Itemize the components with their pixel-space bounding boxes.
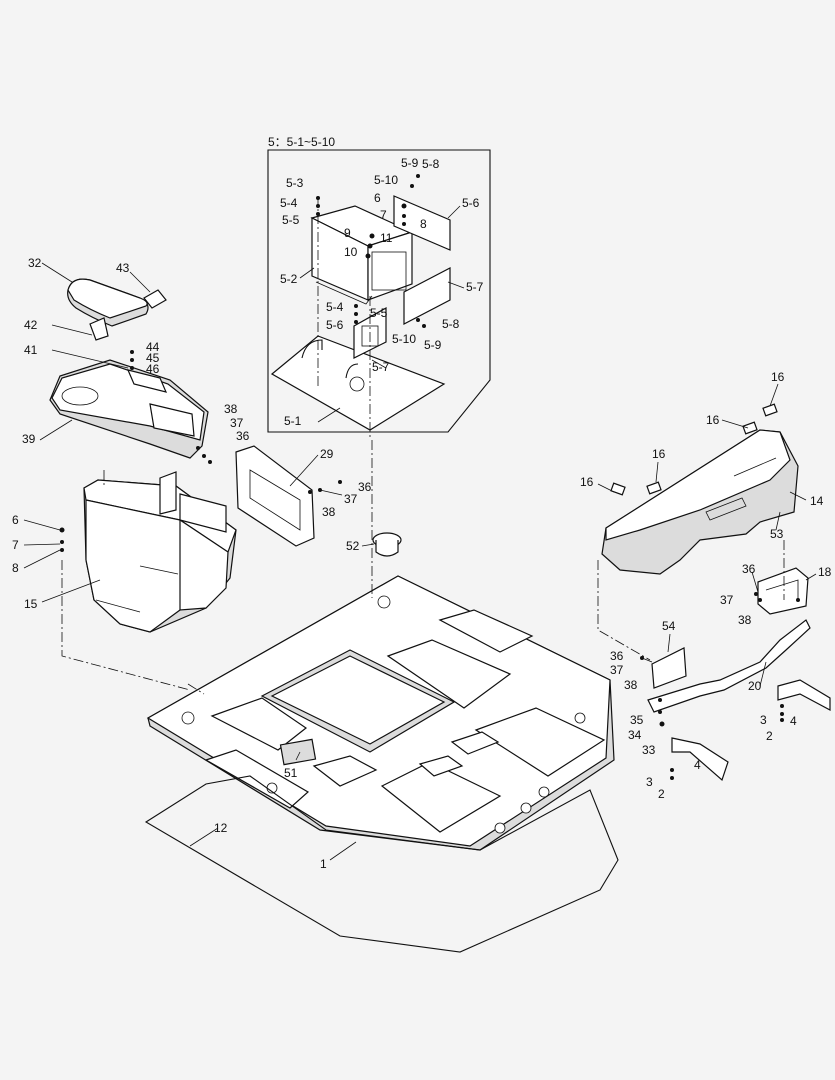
label-inset-8: 8 — [420, 217, 427, 231]
label-1: 1 — [320, 857, 327, 871]
label-16b: 16 — [652, 447, 666, 461]
label-39: 39 — [22, 432, 36, 446]
label-37c: 37 — [720, 593, 734, 607]
floor-mat — [144, 775, 619, 953]
label-2a: 2 — [658, 787, 665, 801]
label-29: 29 — [320, 447, 334, 461]
label-43: 43 — [116, 261, 130, 275]
rail-20 — [647, 619, 811, 713]
label-5-8b: 5-8 — [442, 317, 460, 331]
label-42: 42 — [24, 318, 38, 332]
bracket-4-upper — [777, 679, 831, 711]
leader-lines — [23, 205, 817, 861]
label-3a: 3 — [646, 775, 653, 789]
label-16a: 16 — [580, 475, 594, 489]
label-38b: 38 — [322, 505, 336, 519]
label-34: 34 — [628, 728, 642, 742]
label-5-1: 5-1 — [284, 414, 302, 428]
label-inset-7: 7 — [380, 208, 387, 222]
label-5-9b: 5-9 — [424, 338, 442, 352]
label-38a: 38 — [224, 402, 238, 416]
label-5-2: 5-2 — [280, 272, 298, 286]
label-36b: 36 — [358, 480, 372, 494]
centre-lines — [61, 440, 785, 695]
inset-title: 5：5-1~5-10 — [268, 135, 335, 149]
floor-plate — [146, 575, 615, 851]
label-36d: 36 — [610, 649, 624, 663]
hardware-fasteners — [59, 446, 800, 780]
label-5-5a: 5-5 — [282, 213, 300, 227]
label-12: 12 — [214, 821, 228, 835]
label-51: 51 — [284, 766, 298, 780]
label-37a: 37 — [230, 416, 244, 430]
label-36a: 36 — [236, 429, 250, 443]
label-4b: 4 — [790, 714, 797, 728]
label-inset-11: 11 — [380, 231, 393, 245]
label-5-10a: 5-10 — [374, 173, 398, 187]
label-20: 20 — [748, 679, 762, 693]
label-38d: 38 — [624, 678, 638, 692]
console-cover — [49, 350, 209, 459]
label-inset-10: 10 — [344, 245, 358, 259]
label-6: 6 — [12, 513, 19, 527]
label-52: 52 — [346, 539, 360, 553]
label-5-7b: 5-7 — [372, 360, 390, 374]
label-5-7a: 5-7 — [466, 280, 484, 294]
label-5-6b: 5-6 — [326, 318, 344, 332]
label-2b: 2 — [766, 729, 773, 743]
label-8: 8 — [12, 561, 19, 575]
label-inset-9: 9 — [344, 226, 351, 240]
bracket-4-lower — [671, 737, 729, 782]
label-5-5b: 5-5 — [370, 306, 388, 320]
label-inset-6: 6 — [374, 191, 381, 205]
cup-holder — [372, 532, 402, 557]
armrest-assembly — [67, 278, 167, 341]
label-46: 46 — [146, 362, 160, 376]
bracket-18 — [757, 567, 809, 615]
label-5-10b: 5-10 — [392, 332, 416, 346]
label-41: 41 — [24, 343, 38, 357]
label-44: 44 — [146, 340, 160, 354]
label-16d: 16 — [771, 370, 785, 384]
label-53: 53 — [770, 527, 784, 541]
label-16c: 16 — [706, 413, 720, 427]
label-37d: 37 — [610, 663, 624, 677]
label-33: 33 — [642, 743, 656, 757]
side-panel — [235, 445, 315, 547]
label-14: 14 — [810, 494, 824, 508]
label-3b: 3 — [760, 713, 767, 727]
right-cover — [601, 403, 799, 575]
label-5-6a: 5-6 — [462, 196, 480, 210]
label-5-8a: 5-8 — [422, 157, 440, 171]
label-36c: 36 — [742, 562, 756, 576]
label-32: 32 — [28, 256, 42, 270]
label-4a: 4 — [694, 758, 701, 772]
label-5-4b: 5-4 — [326, 300, 344, 314]
label-5-9a: 5-9 — [401, 156, 419, 170]
label-5-3: 5-3 — [286, 176, 304, 190]
part-labels: 1 2 2 3 3 4 4 6 7 8 12 14 15 16 16 16 16… — [12, 156, 832, 871]
label-35: 35 — [630, 713, 644, 727]
label-7: 7 — [12, 538, 19, 552]
label-5-4a: 5-4 — [280, 196, 298, 210]
detail-inset-box: 5：5-1~5-10 — [267, 135, 491, 440]
label-38c: 38 — [738, 613, 752, 627]
label-15: 15 — [24, 597, 38, 611]
console-box — [83, 471, 237, 633]
label-18: 18 — [818, 565, 832, 579]
label-54: 54 — [662, 619, 676, 633]
label-45: 45 — [146, 351, 160, 365]
label-37b: 37 — [344, 492, 358, 506]
